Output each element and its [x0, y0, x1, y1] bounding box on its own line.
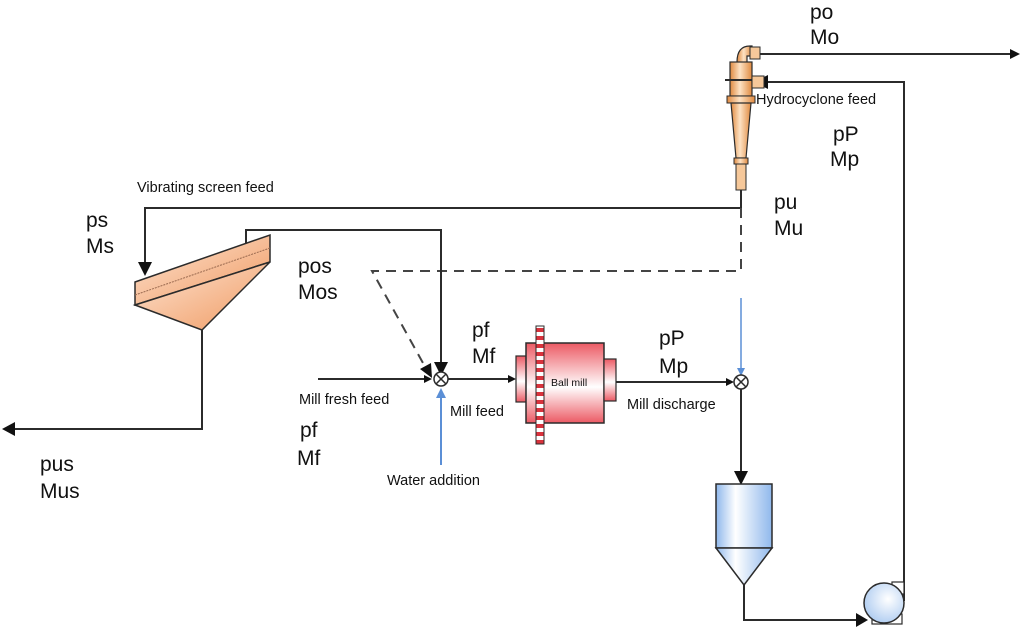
- screen-oversize-m-label: Mos: [298, 281, 338, 304]
- screen-feed-m-label: Ms: [86, 235, 114, 258]
- fresh-feed-stream: [318, 375, 432, 383]
- mill-product-m-label: Mp: [659, 355, 689, 378]
- hydrocyclone: [725, 45, 765, 191]
- fresh-feed-p-label: pf: [300, 419, 318, 442]
- fresh-feed-m-label: Mf: [297, 447, 321, 470]
- cyclone-feed-stream: [754, 75, 905, 601]
- screen-undersize-stream: [2, 330, 203, 436]
- cyclone-feed-m-label: Mp: [830, 148, 860, 171]
- ball-mill-label: Ball mill: [551, 377, 588, 389]
- screen-undersize-m-label: Mus: [40, 480, 80, 503]
- underflow-p-label: pu: [774, 191, 798, 214]
- sump: [714, 483, 774, 587]
- overflow-p-label: po: [810, 1, 834, 24]
- hydrocyclone-feed-label: Hydrocyclone feed: [756, 92, 877, 108]
- overflow-m-label: Mo: [810, 26, 840, 49]
- screen-undersize-p-label: pus: [40, 453, 74, 476]
- underflow-bypass-stream: [370, 208, 742, 378]
- mill-discharge-stream: [616, 378, 734, 386]
- mill-product-p-label: pP: [659, 327, 685, 350]
- screen-oversize-stream: [245, 229, 448, 376]
- mill-fresh-feed-label: Mill fresh feed: [299, 392, 390, 408]
- screen-feed-stream: [138, 190, 742, 276]
- overflow-stream: [760, 49, 1020, 59]
- water-addition-label: Water addition: [387, 473, 480, 489]
- sump-feed-stream: [734, 389, 748, 485]
- cyclone-feed-p-label: pP: [833, 123, 859, 146]
- vibrating-screen-feed-label: Vibrating screen feed: [137, 180, 274, 196]
- screen-feed-p-label: ps: [86, 209, 109, 232]
- mill-feed-label: Mill feed: [450, 404, 504, 420]
- mixer-feed-junction: [433, 371, 449, 387]
- mixer-discharge-junction: [733, 374, 749, 390]
- ball-mill: [515, 325, 617, 445]
- pump: [863, 581, 905, 625]
- water-addition-discharge-stream: [737, 298, 745, 376]
- mill-discharge-label: Mill discharge: [627, 397, 716, 413]
- screen-oversize-p-label: pos: [298, 255, 332, 278]
- pump-feed-stream: [743, 585, 868, 627]
- water-addition-stream: [436, 388, 446, 465]
- mill-feed-p-label: pf: [472, 319, 490, 342]
- mill-feed-stream: [448, 375, 516, 383]
- underflow-m-label: Mu: [774, 217, 804, 240]
- vibrating-screen: [132, 233, 271, 331]
- mill-feed-m-label: Mf: [472, 345, 496, 368]
